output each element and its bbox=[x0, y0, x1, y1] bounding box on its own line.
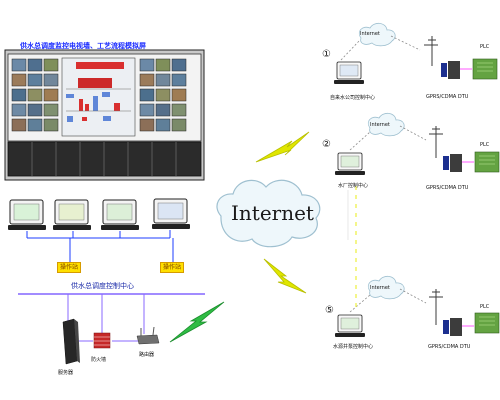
server-device bbox=[62, 318, 80, 365]
operator-laptop-3 bbox=[101, 199, 139, 230]
dispatch-center-label: 供水总调度控制中心 bbox=[71, 282, 134, 290]
branch-2 bbox=[335, 112, 500, 175]
vertical-links bbox=[347, 186, 357, 309]
operator-laptop-2 bbox=[53, 199, 91, 230]
control-cabinets bbox=[7, 141, 202, 177]
router-label: 路由器 bbox=[139, 352, 155, 358]
right-screen-grid bbox=[139, 58, 187, 132]
branch-1-dtu-label: GPRS/CDMA DTU bbox=[426, 94, 469, 100]
branch-3-dtu-label: GPRS/CDMA DTU bbox=[428, 344, 471, 350]
left-network-lines bbox=[18, 230, 205, 342]
branch-1 bbox=[334, 22, 498, 84]
lightning-upper bbox=[255, 131, 310, 163]
server-label: 服务器 bbox=[58, 370, 74, 376]
operator-tag-1: 操作站 bbox=[57, 262, 82, 273]
branch-2-plc-label: PLC bbox=[480, 142, 490, 148]
branch-1-marker: ① bbox=[322, 49, 331, 60]
video-wall-title: 供水总调度监控电视墙、工艺流程模拟屏 bbox=[20, 42, 146, 50]
branch-2-marker: ② bbox=[322, 139, 331, 150]
branch-2-dtu-label: GPRS/CDMA DTU bbox=[426, 185, 469, 191]
branch-2-cloud-label: Internet bbox=[370, 122, 390, 128]
branch-2-center-label: 水厂控制中心 bbox=[338, 183, 369, 189]
internet-label: Internet bbox=[231, 201, 314, 225]
firewall-device bbox=[93, 332, 111, 349]
laptop-group-left bbox=[8, 198, 190, 230]
branch-1-plc-label: PLC bbox=[480, 44, 490, 50]
lightning-lower bbox=[263, 258, 307, 294]
operator-tag-2: 操作站 bbox=[160, 262, 185, 273]
process-display bbox=[61, 57, 136, 137]
left-screen-grid bbox=[11, 58, 59, 132]
operator-laptop-4 bbox=[152, 198, 190, 229]
branch-3-center-label: 水源井泵控制中心 bbox=[333, 344, 374, 350]
branch-3 bbox=[335, 275, 500, 337]
branch-1-cloud-label: Internet bbox=[360, 31, 380, 37]
router-device bbox=[136, 326, 160, 345]
branch-3-plc-label: PLC bbox=[480, 304, 490, 310]
branch-1-center-label: 自来水公司控制中心 bbox=[330, 95, 376, 101]
internet-cloud-central bbox=[216, 179, 321, 248]
firewall-label: 防火墙 bbox=[91, 357, 107, 363]
lightning-green bbox=[169, 301, 225, 343]
video-wall bbox=[4, 49, 205, 181]
branch-3-marker: ⑤ bbox=[325, 305, 334, 316]
branch-3-cloud-label: Internet bbox=[370, 285, 390, 291]
operator-laptop-1 bbox=[8, 199, 46, 230]
